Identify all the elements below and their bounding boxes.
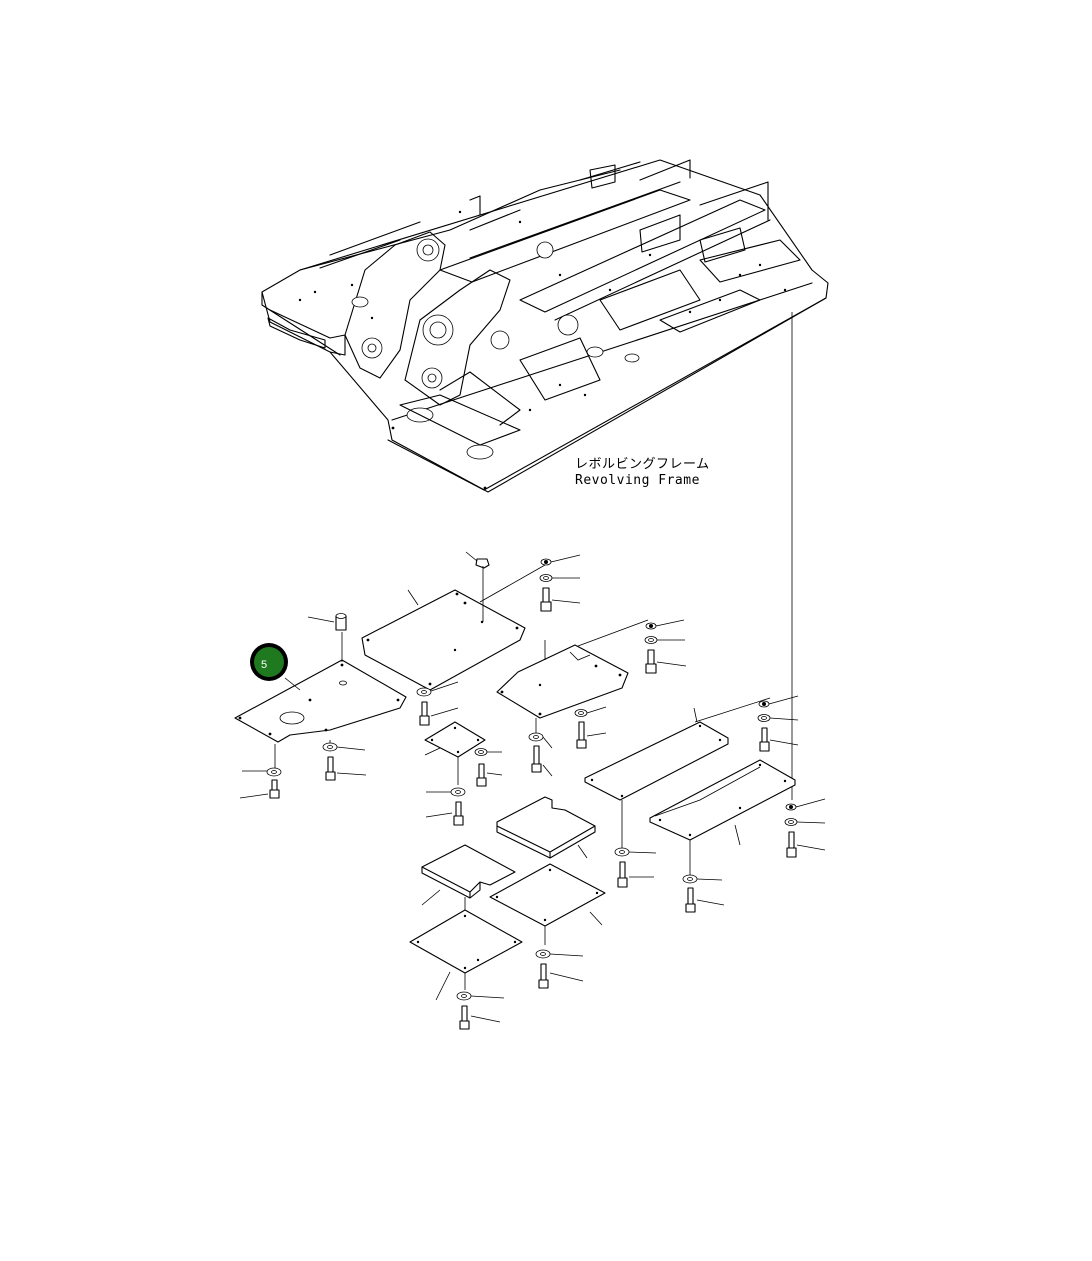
cover-plate-bottom [409, 909, 523, 1001]
cover-plate-lower-right [489, 863, 606, 945]
bolt-set-3 [465, 551, 581, 612]
cover-box-upper [496, 796, 596, 884]
cover-plate-right-lower [649, 759, 796, 875]
callout-fill [254, 647, 284, 677]
bolt-set-12 [784, 798, 826, 858]
cover-plate-small [424, 721, 486, 785]
cover-box-lower-left [421, 844, 516, 940]
callout-5[interactable]: 5 [250, 643, 288, 681]
fasteners [239, 551, 826, 1030]
revolving-frame [261, 159, 829, 493]
bolt-set-10 [757, 695, 799, 752]
bolt-set-6 [574, 706, 607, 749]
bolt-set-8 [474, 748, 503, 787]
cover-plate-right-long [584, 697, 771, 848]
stud-top-left [307, 613, 347, 631]
frame-label-english: Revolving Frame [575, 473, 700, 488]
bolt-set-5 [644, 619, 687, 674]
bolt-set-7 [528, 732, 553, 777]
frame-label: レボルビングフレーム Revolving Frame [575, 457, 710, 488]
bolt-set-4 [416, 681, 459, 726]
cover-plate-center-top [361, 564, 546, 692]
bolt-set-11 [614, 847, 657, 888]
bolt-set-13 [682, 874, 725, 913]
bolt-set-1 [239, 767, 282, 799]
bolt-set-14 [535, 949, 584, 989]
bolt-set-15 [456, 991, 505, 1030]
frame-label-japanese: レボルビングフレーム [575, 457, 710, 472]
cover-plate-center-right [496, 619, 649, 738]
bolt-set-9 [425, 787, 466, 826]
bolt-set-2 [322, 742, 367, 781]
callout-number: 5 [261, 659, 267, 671]
